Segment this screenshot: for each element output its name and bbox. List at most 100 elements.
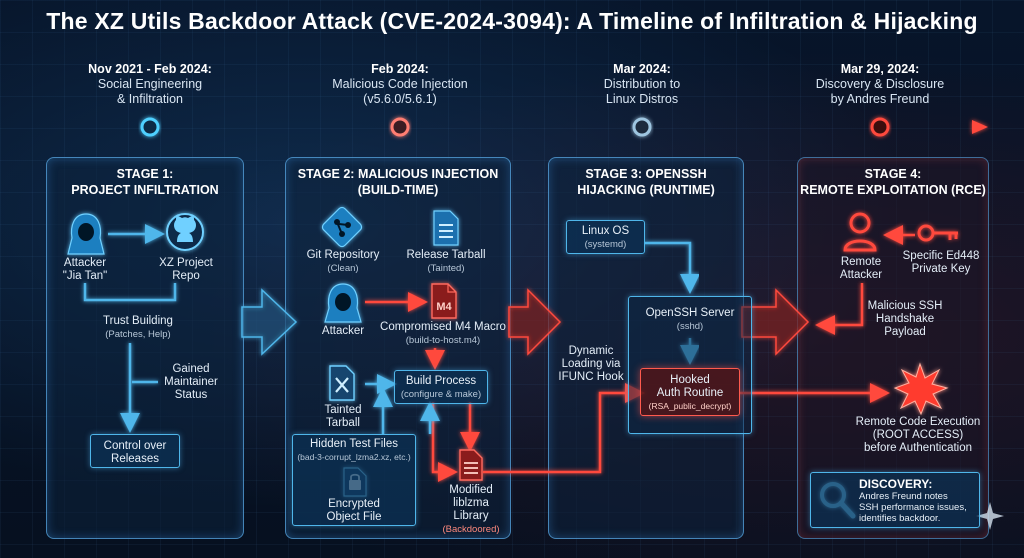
label-line: Andres Freund notes [859, 491, 948, 502]
label-line: Status [174, 389, 208, 401]
tainted-tarball-icon [329, 365, 355, 401]
timeline-text: Malicious Code Injection [332, 77, 468, 91]
label-line: Library [453, 510, 489, 522]
stage-title-line: STAGE 2: MALICIOUS INJECTION [297, 167, 499, 181]
stage-1-title: STAGE 1: PROJECT INFILTRATION [47, 166, 243, 198]
label-line: (systemd) [584, 239, 627, 250]
timeline-date: Mar 29, 2024: [840, 62, 920, 76]
label-line: before Authentication [863, 442, 973, 454]
stage-title-line: PROJECT INFILTRATION [71, 183, 219, 197]
timeline-label-2: Feb 2024: Malicious Code Injection (v5.6… [300, 62, 500, 107]
github-repo-icon [166, 213, 204, 251]
label-line: (Clean) [327, 263, 359, 274]
stage-1-connectors [83, 224, 177, 433]
timeline-label-3: Mar 2024: Distribution to Linux Distros [542, 62, 742, 107]
timeline-date: Mar 2024: [613, 62, 671, 76]
linux-os-box: Linux OS (systemd) [566, 220, 645, 254]
label-line: Object File [326, 511, 382, 523]
label-line: Auth Routine [656, 387, 724, 399]
stage-2-attacker-label: Attacker [321, 325, 365, 337]
stage-2-title: STAGE 2: MALICIOUS INJECTION (BUILD-TIME… [286, 166, 510, 198]
label-line: "Jia Tan" [62, 270, 108, 282]
timeline-text: Linux Distros [605, 92, 679, 106]
stage-4-title: STAGE 4: REMOTE EXPLOITATION (RCE) [798, 166, 988, 198]
label-line: Dynamic [568, 345, 614, 357]
label-line: liblzma [453, 497, 489, 509]
label-line: Gained [172, 363, 210, 375]
label-line: Control over [103, 440, 167, 452]
label-line: Loading via [561, 358, 621, 370]
attacker-label: Attacker "Jia Tan" [58, 257, 112, 283]
stage-4-red-connectors [815, 225, 915, 335]
control-releases-box: Control over Releases [90, 434, 180, 468]
label-line: (build-to-host.m4) [405, 335, 481, 346]
label-line: identifies backdoor. [859, 513, 941, 524]
hooded-attacker-icon [324, 283, 362, 323]
label-line: Release Tarball [406, 249, 486, 261]
stage-title-line: (BUILD-TIME) [357, 183, 439, 197]
label-line: (sshd) [676, 321, 704, 332]
timeline-text: Distribution to [603, 77, 681, 91]
remote-attacker-icon [843, 212, 877, 252]
m4-badge: M4 [436, 301, 452, 313]
label-line: Tainted [324, 404, 362, 416]
label-line: Attacker [839, 269, 883, 281]
discovery-title: DISCOVERY: [859, 477, 933, 491]
timeline-label-1: Nov 2021 - Feb 2024: Social Engineering … [50, 62, 250, 107]
timeline-date: Nov 2021 - Feb 2024: [88, 62, 212, 76]
stage-title-line: STAGE 3: OPENSSH [585, 167, 707, 181]
label-line: Tarball [326, 417, 360, 429]
stage-3-red-connectors [483, 383, 890, 474]
trust-building-label: Trust Building (Patches, Help) [90, 315, 186, 341]
ssh-payload-label: Malicious SSH Handshake Payload [858, 300, 952, 339]
timeline-text: by Andres Freund [830, 92, 930, 106]
label-line: (Patches, Help) [105, 329, 171, 340]
label-line: Encrypted [328, 498, 380, 510]
label-line: Trust Building [103, 315, 173, 327]
git-repository-label: Git Repository (Clean) [298, 249, 388, 275]
timeline-text: (v5.6.0/5.6.1) [363, 92, 437, 106]
timeline-date: Feb 2024: [371, 62, 429, 76]
timeline-node-2 [390, 117, 410, 137]
timeline-text: Social Engineering [97, 77, 203, 91]
stage-2-red-connectors [365, 292, 480, 482]
key-icon [917, 224, 958, 242]
timeline-label-4: Mar 29, 2024: Discovery & Disclosure by … [780, 62, 980, 107]
label-line: Git Repository [306, 249, 380, 261]
dynamic-loading-label: Dynamic Loading via IFUNC Hook [556, 345, 626, 384]
remote-attacker-label: Remote Attacker [832, 256, 890, 282]
label-line: Hidden Test Files [310, 438, 398, 450]
label-line: SSH performance issues, [859, 502, 967, 513]
label-line: (ROOT ACCESS) [872, 429, 964, 441]
stage-title-line: STAGE 1: [116, 167, 174, 181]
label-line: (Tainted) [427, 263, 465, 274]
label-line: Build Process [405, 375, 477, 387]
timeline-node-4 [870, 117, 890, 137]
label-line: Compromised M4 Macro [380, 321, 506, 333]
rce-label: Remote Code Execution (ROOT ACCESS) befo… [850, 416, 986, 455]
explosion-icon [893, 362, 949, 416]
library-file-icon [459, 449, 483, 481]
page-title: The XZ Utils Backdoor Attack (CVE-2024-3… [46, 8, 978, 34]
stage-arrow-2-3 [508, 288, 562, 356]
m4-macro-label: Compromised M4 Macro (build-to-host.m4) [376, 321, 510, 347]
label-line: Repo [172, 270, 200, 282]
label-line: (configure & make) [400, 389, 482, 400]
timeline-node-1 [140, 117, 160, 137]
stage-title-line: HIJACKING (RUNTIME) [577, 183, 715, 197]
tainted-tarball-label: Tainted Tarball [316, 404, 370, 430]
label-line: Linux OS [581, 225, 630, 237]
stage-title-line: REMOTE EXPLOITATION (RCE) [800, 183, 986, 197]
label-line: Maintainer [164, 376, 218, 388]
label-line: Specific Ed448 [902, 250, 980, 262]
document-tarball-icon [433, 210, 459, 246]
label-line: (RSA_public_decrypt) [648, 401, 732, 411]
sparkle-icon [976, 502, 1004, 530]
label-line: Attacker [63, 257, 107, 269]
maintainer-status-label: Gained Maintainer Status [158, 363, 224, 402]
stage-3-title: STAGE 3: OPENSSH HIJACKING (RUNTIME) [549, 166, 743, 198]
modified-liblzma-label: Modified liblzma Library (Backdoored) [440, 484, 502, 536]
release-tarball-label: Release Tarball (Tainted) [400, 249, 492, 275]
label-line: Private Key [911, 263, 971, 275]
